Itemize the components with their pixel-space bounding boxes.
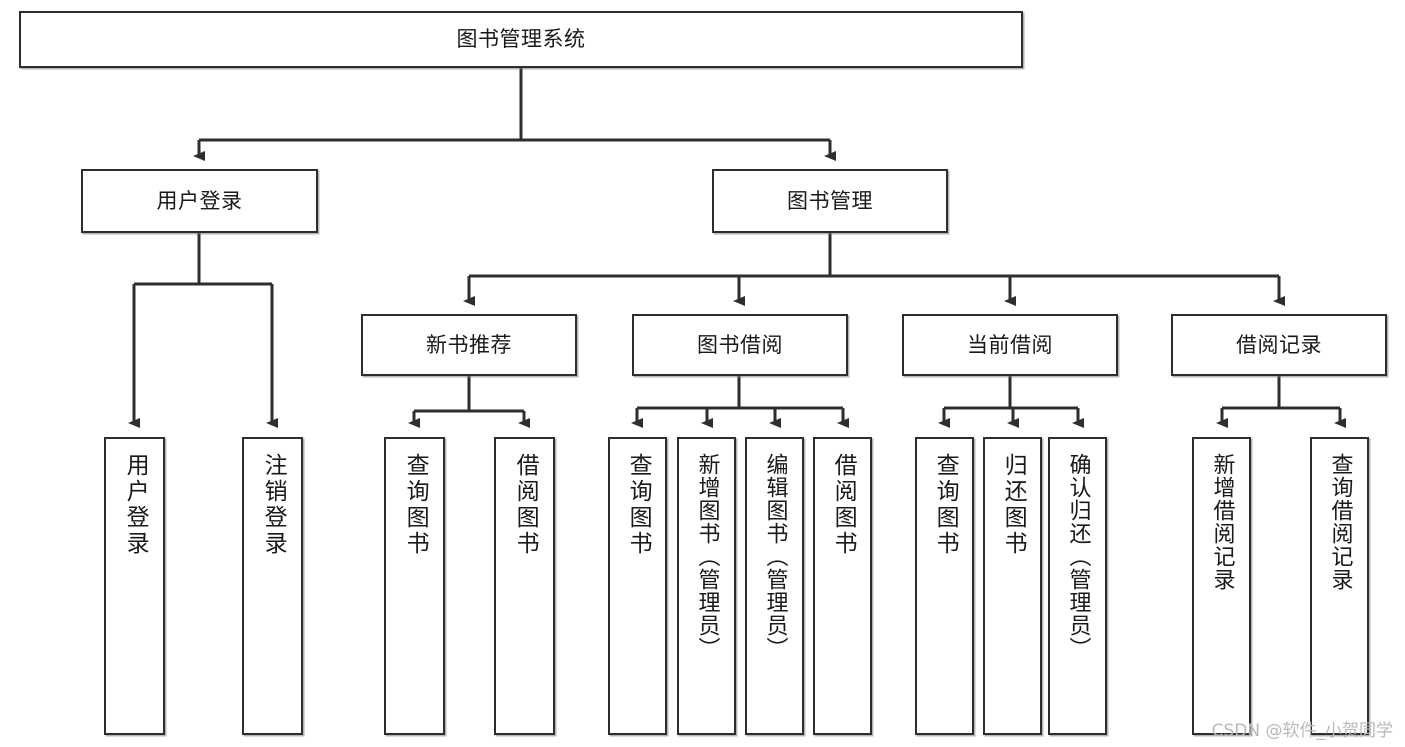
node-new-book-rec[interactable]: 新书推荐 xyxy=(361,314,577,376)
node-leaf-query-book-2-label: 查询图书 xyxy=(625,453,652,557)
node-leaf-edit-book-label: 编辑图书（管理员） xyxy=(762,453,788,660)
node-leaf-user-logout[interactable]: 注销登录 xyxy=(242,437,303,735)
node-user-login-label: 用户登录 xyxy=(156,188,243,213)
node-new-book-rec-label: 新书推荐 xyxy=(426,332,512,357)
node-leaf-borrow-book-2-label: 借阅图书 xyxy=(830,453,857,557)
node-leaf-borrow-book-2[interactable]: 借阅图书 xyxy=(813,437,872,735)
node-leaf-user-logout-label: 注销登录 xyxy=(260,453,287,557)
node-leaf-confirm-return[interactable]: 确认归还（管理员） xyxy=(1048,437,1107,735)
node-leaf-user-login-label: 用户登录 xyxy=(122,453,149,557)
node-leaf-borrow-book-1-label: 借阅图书 xyxy=(512,453,539,557)
node-borrow-record-label: 借阅记录 xyxy=(1236,332,1322,357)
node-current-borrow[interactable]: 当前借阅 xyxy=(902,314,1118,376)
node-book-manage[interactable]: 图书管理 xyxy=(712,169,948,233)
node-leaf-add-record-label: 新增借阅记录 xyxy=(1209,453,1235,591)
node-current-borrow-label: 当前借阅 xyxy=(967,332,1053,357)
node-leaf-add-record[interactable]: 新增借阅记录 xyxy=(1192,437,1251,735)
node-leaf-query-book-3-label: 查询图书 xyxy=(932,453,959,557)
node-leaf-query-record[interactable]: 查询借阅记录 xyxy=(1310,437,1369,735)
node-leaf-user-login[interactable]: 用户登录 xyxy=(104,437,165,735)
node-root[interactable]: 图书管理系统 xyxy=(19,11,1023,68)
node-book-manage-label: 图书管理 xyxy=(787,188,873,213)
node-leaf-return-book[interactable]: 归还图书 xyxy=(983,437,1042,735)
node-leaf-return-book-label: 归还图书 xyxy=(1000,453,1027,557)
node-book-borrow-label: 图书借阅 xyxy=(697,332,783,357)
node-book-borrow[interactable]: 图书借阅 xyxy=(632,314,848,376)
node-leaf-add-book-label: 新增图书（管理员） xyxy=(694,453,720,660)
node-leaf-add-book[interactable]: 新增图书（管理员） xyxy=(677,437,736,735)
node-leaf-confirm-return-label: 确认归还（管理员） xyxy=(1065,453,1091,660)
csdn-watermark: CSDN @软件_小贺同学 xyxy=(1211,721,1393,741)
node-leaf-query-book-3[interactable]: 查询图书 xyxy=(915,437,974,735)
node-leaf-query-book-1-label: 查询图书 xyxy=(402,453,429,557)
node-user-login[interactable]: 用户登录 xyxy=(81,169,318,233)
node-leaf-edit-book[interactable]: 编辑图书（管理员） xyxy=(745,437,804,735)
node-borrow-record[interactable]: 借阅记录 xyxy=(1171,314,1387,376)
node-leaf-query-book-2[interactable]: 查询图书 xyxy=(608,437,667,735)
node-leaf-query-record-label: 查询借阅记录 xyxy=(1327,453,1353,591)
node-leaf-query-book-1[interactable]: 查询图书 xyxy=(384,437,445,735)
node-root-label: 图书管理系统 xyxy=(456,27,586,52)
node-leaf-borrow-book-1[interactable]: 借阅图书 xyxy=(494,437,555,735)
